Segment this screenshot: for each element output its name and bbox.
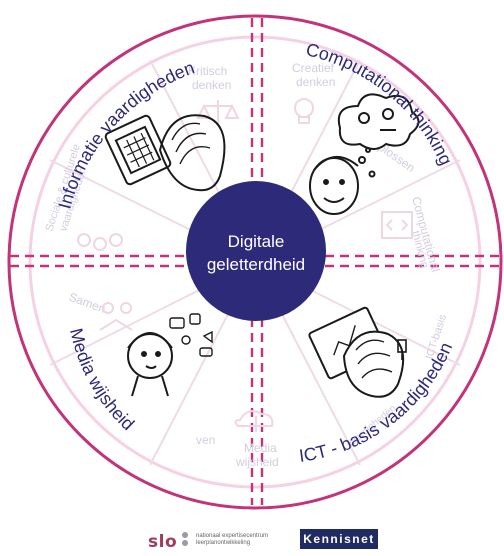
lightbulb-icon: [294, 98, 314, 124]
social-icons: [169, 313, 213, 357]
center-circle: [186, 181, 326, 321]
scales-icon: [196, 100, 240, 124]
hair-back-head-2-icon: [342, 330, 405, 398]
slo-subtitle-line1: nationaal expertisecentrum: [196, 533, 269, 539]
faded-label-wijsheid: wijsheid: [235, 455, 279, 469]
people-icon: [77, 233, 123, 251]
digital-literacy-wheel: Kritisch denken Creatief denken oplossen…: [7, 14, 503, 510]
girl-face-icon: [127, 332, 173, 397]
faded-label-kritisch: Kritisch: [188, 64, 227, 78]
slo-dot: [182, 540, 188, 546]
thinking-face-icon: [309, 147, 376, 215]
hair-back-head-icon: [158, 114, 226, 192]
slo-logo: slo: [148, 532, 178, 552]
faded-icons: [77, 98, 413, 432]
slo-subtitle-line2: leerplanontwikkeling: [196, 540, 251, 546]
inner-faded-ring: [28, 35, 482, 489]
slo-dot: [182, 532, 188, 538]
center-title-line2: geletterdheid: [207, 255, 305, 274]
faded-label-creatief: Creatief: [292, 61, 335, 75]
ict-skills-illustration: [308, 306, 407, 398]
thought-bubble-icon: [337, 93, 420, 150]
handshake-icon: [99, 302, 133, 331]
slo-logo-dots: [182, 532, 190, 552]
information-skills-illustration: [104, 114, 226, 192]
center-title-line1: Digitale: [228, 232, 285, 251]
faded-label-media: Media: [244, 441, 277, 455]
code-window-icon: [381, 211, 413, 239]
media-wisdom-illustration: [127, 313, 213, 397]
cloud-upload-icon: [234, 410, 274, 432]
computational-thinking-illustration: [309, 93, 420, 215]
faded-label-denken: denken: [192, 78, 231, 92]
slo-subtitle: nationaal expertisecentrum leerplanontwi…: [196, 533, 268, 547]
faded-label-creatief-denken: denken: [296, 75, 335, 89]
kennisnet-logo: Kennisnet: [300, 529, 378, 549]
faded-label-ven: ven: [196, 433, 215, 447]
usb-plug-icon: [397, 339, 407, 360]
tablet-icon: [104, 114, 172, 186]
